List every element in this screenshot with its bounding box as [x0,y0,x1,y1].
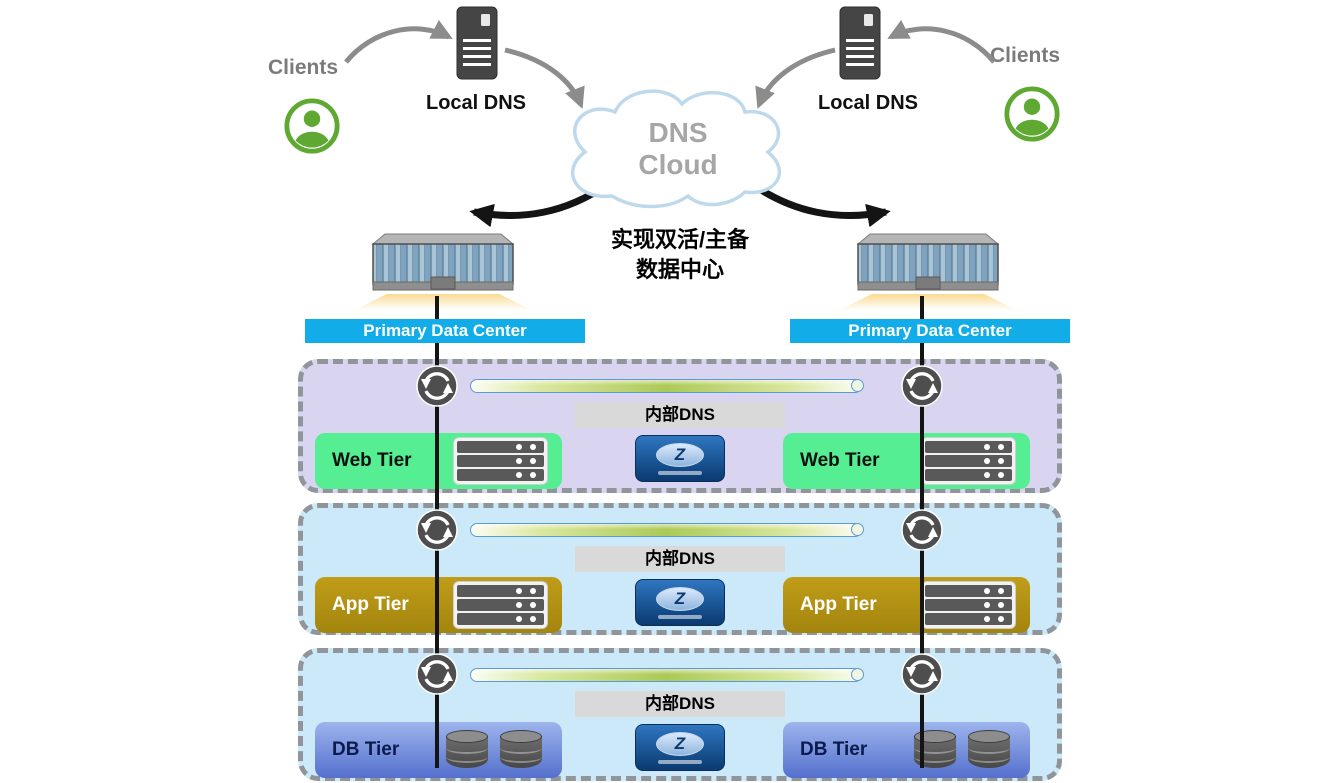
dns-cloud-label-line2: Cloud [638,149,717,180]
cloud-to-right-dc-arrow [750,181,891,228]
db-tier-box-left: DB Tier [315,722,562,778]
tier-box-label: DB Tier [800,739,868,760]
dns-sync-bar [470,378,864,393]
tier-box-label: App Tier [800,594,877,615]
local-dns-server-icon-right [836,5,884,88]
bar-endcap-icon [851,667,864,681]
database-icons [914,730,1010,770]
rack-unit [925,599,1012,611]
appliance-logo-oval: Z [656,442,704,467]
rack-unit [925,613,1012,625]
datacenter-icon-left [365,230,521,301]
app-tier-box-left: App Tier [315,577,562,633]
primary-dc-banner-left: Primary Data Center [305,319,585,343]
appliance-subtext-bar [658,614,702,619]
appliance-logo-oval: Z [656,731,704,756]
database-cylinder-icon [446,730,488,770]
appliance-logo: Z [674,734,686,753]
server-rack-icon [453,437,548,485]
database-cylinder-icon [500,730,542,770]
db-tier-box-right: DB Tier [783,722,1030,778]
appliance-logo: Z [674,589,686,608]
rack-unit [457,441,544,453]
caption-line2: 数据中心 [635,257,724,282]
datacenter-glow [355,294,531,310]
tier-section-web: 内部DNS Web Tier Web Tier Z [298,359,1062,493]
database-cylinder-icon [968,730,1010,770]
dns-cloud-shape [570,89,782,209]
appliance-logo: Z [674,445,686,464]
database-icons [446,730,542,770]
dns-sync-bar [470,667,864,682]
database-cylinder-icon [914,730,956,770]
server-rack-icon [921,581,1016,629]
local-dns-server-icon-left [453,5,501,88]
web-tier-box-left: Web Tier [315,433,562,489]
server-rack-icon [453,581,548,629]
rack-unit [457,585,544,597]
clients-label-right: Clients [990,44,1061,67]
dns-appliance: Z [635,435,725,482]
tier-box-label: DB Tier [332,739,400,760]
appliance-subtext-bar [658,759,702,764]
rack-unit [925,455,1012,467]
internal-dns-label: 内部DNS [575,546,785,572]
tier-box-label: Web Tier [800,450,880,471]
client-user-icon-left [283,97,341,160]
rack-unit [457,469,544,481]
rack-unit [457,455,544,467]
bar-endcap-icon [851,522,864,536]
cloud-to-left-dc-arrow [469,181,610,228]
primary-dc-banner-right: Primary Data Center [790,319,1070,343]
caption-line1: 实现双活/主备 [610,227,750,252]
rack-unit [925,585,1012,597]
client-user-icon-right [1003,85,1061,148]
datacenter-icon-right [850,230,1006,301]
dns-sync-bar [470,522,864,537]
tier-section-db: 内部DNS DB Tier DB Tier Z [298,648,1062,781]
clients-to-dns-arrow-right [887,19,996,64]
tier-box-label: Web Tier [332,450,412,471]
dns-cloud-label-line1: DNS [648,117,707,148]
clients-to-dns-arrow-left [344,19,453,64]
rack-unit [925,441,1012,453]
local-dns-label-right: Local DNS [817,92,919,114]
clients-label-left: Clients [268,56,339,79]
dns-appliance: Z [635,579,725,626]
app-tier-box-right: App Tier [783,577,1030,633]
internal-dns-label: 内部DNS [575,691,785,717]
appliance-logo-oval: Z [656,586,704,611]
dns-appliance: Z [635,724,725,771]
local-dns-label-left: Local DNS [425,92,527,114]
internal-dns-label: 内部DNS [575,402,785,428]
rack-unit [925,469,1012,481]
datacenter-glow [840,294,1016,310]
web-tier-box-right: Web Tier [783,433,1030,489]
rack-unit [457,599,544,611]
bar-endcap-icon [851,378,864,392]
server-rack-icon [921,437,1016,485]
tier-box-label: App Tier [332,594,409,615]
rack-unit [457,613,544,625]
appliance-subtext-bar [658,470,702,475]
tier-section-app: 内部DNS App Tier App Tier Z [298,503,1062,635]
